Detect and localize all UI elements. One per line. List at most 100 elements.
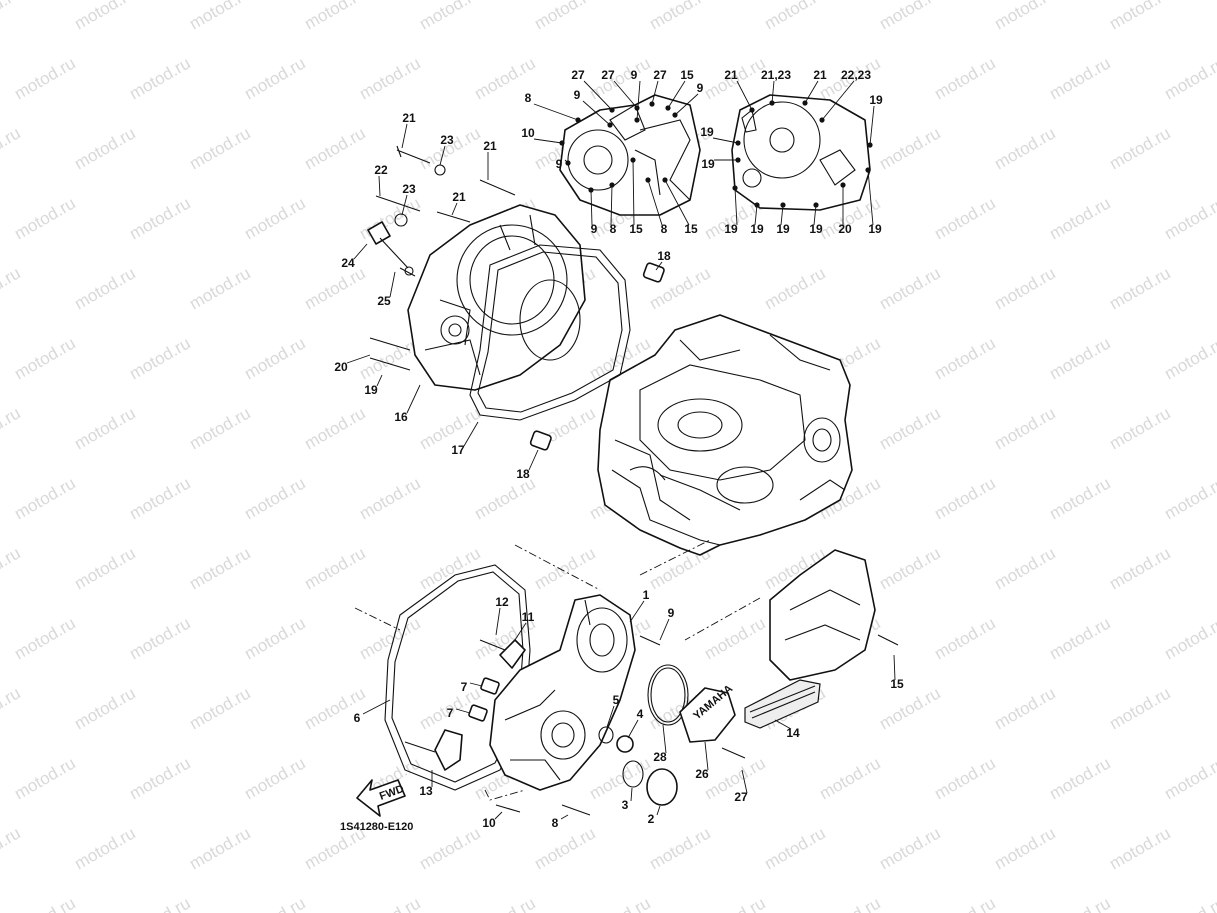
watermark-text: motod.ru [876,263,944,313]
leader-line-e21b [804,80,819,104]
watermark-text: motod.ru [1161,753,1217,803]
watermark-text: motod.ru [761,823,829,873]
leader-line-e2223 [821,80,855,121]
leader-line-c10 [494,811,503,820]
leader-lines [346,80,896,820]
watermark-text: motod.ru [11,53,79,103]
callout-e20: 20 [838,222,852,236]
leader-line-c21c [451,202,458,216]
watermark-text: motod.ru [11,193,79,243]
hole-dot-e19a [867,142,873,148]
hole-dot-e21a [749,107,755,113]
callout-c4: 4 [637,707,644,721]
watermark-text: motod.ru [471,893,539,913]
callout-e19f: 19 [776,222,790,236]
watermark-text: motod.ru [0,683,24,733]
leader-line-c16 [406,384,421,414]
watermark-text: motod.ru [876,543,944,593]
watermark-text: motod.ru [71,683,139,733]
hole-dot-e2223 [819,117,825,123]
crankcase-block [597,314,853,556]
watermark-text: motod.ru [126,473,194,523]
watermark-text: motod.ru [11,613,79,663]
callout-c21c: 21 [452,190,466,204]
watermark-text: motod.ru [931,473,999,523]
leader-line-c21a [401,123,408,149]
callout-e19c: 19 [701,157,715,171]
leader-line-c6 [362,699,391,715]
callout-c3: 3 [622,798,629,812]
callout-e19d: 19 [724,222,738,236]
watermark-text: motod.ru [186,403,254,453]
watermark-text: motod.ru [1161,893,1217,913]
watermark-text: motod.ru [1161,333,1217,383]
hole-dot-d9a [634,117,640,123]
watermark-text: motod.ru [1161,613,1217,663]
leader-line-c8 [560,814,569,820]
watermark-text: motod.ru [241,53,309,103]
watermark-text: motod.ru [586,893,654,913]
callout-c17: 17 [451,443,465,457]
watermark-text: motod.ru [876,403,944,453]
leader-line-c20a [346,354,371,364]
watermark-text: motod.ru [416,403,484,453]
callout-e2223: 22,23 [841,68,871,82]
hole-dot-e19c [735,157,741,163]
watermark-text: motod.ru [241,753,309,803]
leader-line-c27a [741,769,748,794]
watermark-text: motod.ru [991,823,1059,873]
watermark-text: motod.ru [876,823,944,873]
callout-c24: 24 [341,256,355,270]
callout-c16: 16 [394,410,408,424]
diagram-code: 1S41280-E120 [340,821,413,833]
callout-labels: 1234567789101112131415161718181920212121… [334,68,904,830]
watermark-text: motod.ru [876,683,944,733]
leader-line-c4 [627,719,639,739]
callout-c22a: 22 [374,163,388,177]
leader-line-c28 [662,724,667,754]
watermark-text: motod.ru [761,0,829,33]
watermark-text: motod.ru [531,823,599,873]
callout-c7a: 7 [461,680,468,694]
watermark-text: motod.ru [126,193,194,243]
watermark-text: motod.ru [186,123,254,173]
watermark-text: motod.ru [991,683,1059,733]
leader-line-c9 [659,618,670,641]
leader-line-c2 [656,805,661,816]
hole-dot-e20 [840,182,846,188]
crankcase-cover-left [407,204,586,391]
callout-c26: 26 [695,767,709,781]
watermark-text: motod.ru [991,123,1059,173]
callout-c12: 12 [495,595,509,609]
leader-line-c24 [353,243,368,260]
leader-line-d8a [533,103,579,121]
watermark-text: motod.ru [301,543,369,593]
watermark-text: motod.ru [586,753,654,803]
watermark-text: motod.ru [1106,123,1174,173]
watermark-text: motod.ru [931,613,999,663]
leader-line-e21a [736,80,753,111]
callout-e19h: 19 [868,222,882,236]
leader-line-c14 [774,719,792,730]
hole-dot-d15c [662,177,668,183]
watermark-text: motod.ru [241,893,309,913]
watermark-text: motod.ru [11,333,79,383]
callout-e2123: 21,23 [761,68,791,82]
watermark-text: motod.ru [876,0,944,33]
watermark-text: motod.ru [586,53,654,103]
watermark-text: motod.ru [301,0,369,33]
callout-c8: 8 [552,816,559,830]
callout-c19a: 19 [364,383,378,397]
hole-dot-d9b [607,122,613,128]
watermark-text: motod.ru [416,823,484,873]
watermark-text: motod.ru [991,263,1059,313]
fastener-hole-dots [559,100,873,208]
watermark-text: motod.ru [0,823,24,873]
generator-cover-14 [744,549,876,729]
hole-dot-d15b [630,157,636,163]
hole-dot-d9d [565,160,571,166]
callout-d27b: 27 [601,68,615,82]
callout-c7b: 7 [447,706,454,720]
watermark-text: motod.ru [0,403,24,453]
leader-line-d8c [647,179,663,226]
